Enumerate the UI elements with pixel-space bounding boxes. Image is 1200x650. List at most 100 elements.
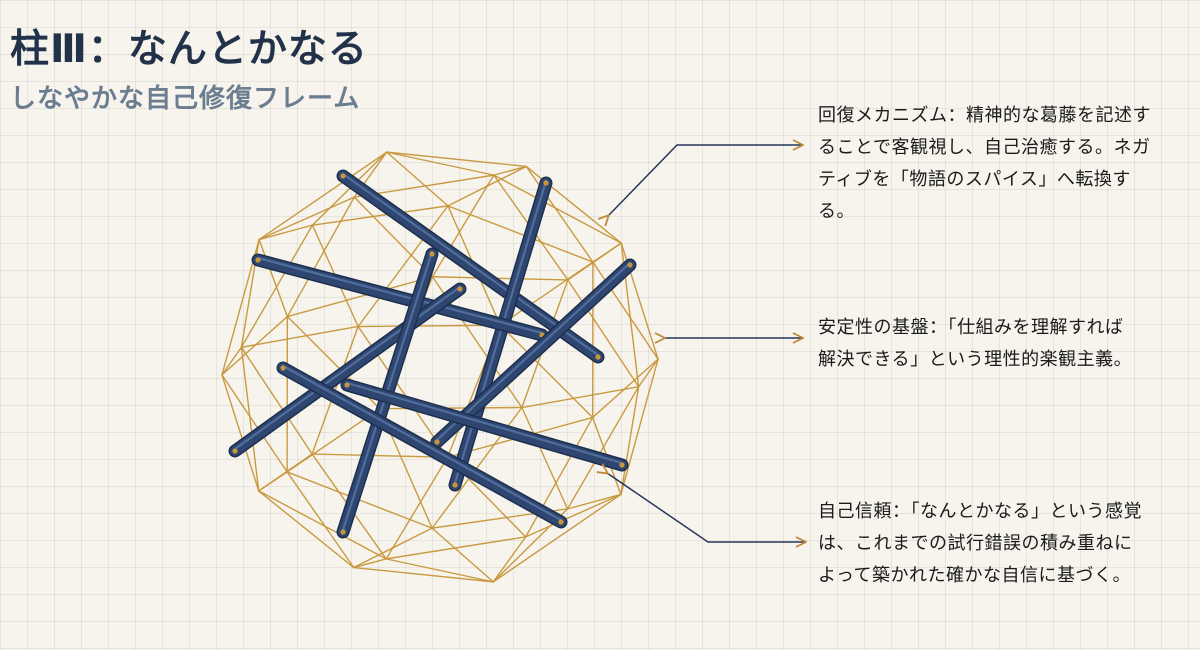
annotation-line: る。 bbox=[818, 201, 855, 222]
frame-edge bbox=[240, 224, 314, 349]
frame-edge bbox=[386, 151, 449, 207]
frame-edge bbox=[385, 536, 527, 560]
strut-highlight bbox=[256, 256, 544, 335]
strut-highlight bbox=[435, 261, 632, 442]
frame-edge bbox=[493, 174, 622, 244]
annotation-line: 解決できる」という理性的楽観主義。 bbox=[818, 349, 1133, 370]
frame-edge bbox=[431, 527, 494, 583]
frame-edge bbox=[311, 205, 449, 226]
frame-edge bbox=[493, 165, 527, 176]
frame-edge bbox=[353, 196, 434, 278]
strut-highlight bbox=[345, 381, 624, 465]
frame-edge bbox=[566, 385, 640, 510]
strut-node bbox=[429, 251, 435, 257]
frame-edge bbox=[525, 165, 594, 263]
strut-node bbox=[255, 257, 261, 263]
annotation-line: 回復メカニズム：精神的な葛藤を記述す bbox=[818, 105, 1151, 126]
frame-edge bbox=[221, 346, 243, 376]
strut-node bbox=[627, 262, 633, 268]
strut-highlight bbox=[453, 179, 548, 485]
annotation-arrows bbox=[607, 145, 805, 542]
frame-edge bbox=[353, 527, 433, 569]
frame-edge bbox=[521, 406, 569, 510]
frame-edge bbox=[567, 279, 640, 388]
annotation-recovery: 回復メカニズム：精神的な葛藤を記述す ることで客観視し、自己治癒する。ネガ ティ… bbox=[818, 100, 1193, 228]
frame-edge bbox=[258, 151, 388, 241]
strut-body bbox=[278, 363, 566, 527]
frame-edge bbox=[357, 205, 449, 328]
frame-edge bbox=[221, 374, 260, 492]
frame-edge bbox=[311, 453, 449, 458]
frame-edge bbox=[258, 238, 289, 318]
strut bbox=[276, 361, 568, 529]
frame-edge bbox=[258, 490, 355, 569]
strut bbox=[430, 258, 637, 449]
strut bbox=[228, 282, 467, 458]
frame-edge bbox=[447, 165, 527, 207]
frame-edge bbox=[385, 558, 494, 583]
frame-edge bbox=[521, 385, 640, 409]
frame-edge bbox=[492, 536, 527, 583]
frame-edge bbox=[286, 276, 434, 318]
strut-node bbox=[619, 462, 625, 468]
annotation-line: ることで客観視し、自己治癒する。ネガ bbox=[818, 137, 1151, 158]
strut-body bbox=[253, 255, 547, 340]
annotation-line: は、これまでの試行錯誤の積み重ねに bbox=[818, 533, 1133, 554]
frame-edge bbox=[221, 374, 288, 473]
frame-edge bbox=[357, 324, 501, 328]
page-title: 柱Ⅲ：なんとかなる bbox=[10, 27, 368, 72]
strut-node bbox=[340, 173, 346, 179]
strut-highlight bbox=[281, 364, 563, 522]
strut-node bbox=[457, 286, 463, 292]
frame-edge bbox=[386, 151, 495, 176]
frame-edge bbox=[385, 456, 449, 560]
frame-edge bbox=[499, 324, 594, 419]
frame-edge bbox=[637, 358, 659, 388]
page-subtitle: しなやかな自己修復フレーム bbox=[10, 84, 361, 114]
frame-edge bbox=[379, 406, 523, 410]
strut-highlight bbox=[233, 285, 462, 451]
annotation-line: 安定性の基盤：「仕組みを理解すれば bbox=[818, 317, 1124, 338]
annotation-line: よって築かれた確かな自信に基づく。 bbox=[818, 565, 1132, 586]
strut-node bbox=[595, 354, 601, 360]
frame-edge bbox=[240, 346, 260, 492]
strut-node bbox=[434, 439, 440, 445]
annotation-arrow bbox=[607, 473, 805, 542]
strut-body bbox=[432, 260, 635, 447]
strut-node bbox=[232, 448, 238, 454]
annotation-stability: 安定性の基盤：「仕組みを理解すれば 解決できる」という理性的楽観主義。 bbox=[818, 312, 1193, 376]
compression-struts bbox=[228, 169, 637, 539]
strut bbox=[251, 253, 549, 342]
annotation-arrow bbox=[608, 145, 802, 216]
frame-edge bbox=[258, 490, 387, 560]
strut-node bbox=[452, 482, 458, 488]
frame-edge bbox=[258, 196, 355, 241]
frame-edge bbox=[525, 416, 594, 538]
strut-body bbox=[342, 380, 627, 470]
strut-body bbox=[230, 284, 465, 456]
frame-edge bbox=[447, 205, 594, 263]
strut-node bbox=[344, 382, 350, 388]
strut bbox=[340, 378, 629, 472]
frame-edge bbox=[286, 196, 355, 318]
frame-edge bbox=[221, 315, 289, 376]
annotation-line: 自己信頼：「なんとかなる」という感覚 bbox=[818, 501, 1142, 522]
frame-edge bbox=[431, 276, 569, 281]
frame-edge bbox=[567, 242, 622, 281]
annotation-line: ティブを「物語のスパイス」へ転換す bbox=[818, 169, 1131, 190]
frame-edge bbox=[353, 558, 387, 569]
strut-node bbox=[280, 365, 286, 371]
frame-edge bbox=[591, 358, 659, 419]
strut-node bbox=[340, 529, 346, 535]
frame-edge bbox=[492, 493, 622, 583]
strut-node bbox=[558, 519, 564, 525]
frame-edge bbox=[620, 358, 659, 496]
frame-edge bbox=[431, 174, 495, 278]
frame-edge bbox=[592, 261, 659, 360]
annotation-trust: 自己信頼：「なんとかなる」という感覚 は、これまでの試行錯誤の積み重ねに よって… bbox=[818, 496, 1193, 592]
frame-edge bbox=[353, 566, 494, 583]
strut bbox=[448, 176, 553, 492]
frame-edge bbox=[240, 325, 359, 349]
frame-edge bbox=[286, 471, 355, 569]
